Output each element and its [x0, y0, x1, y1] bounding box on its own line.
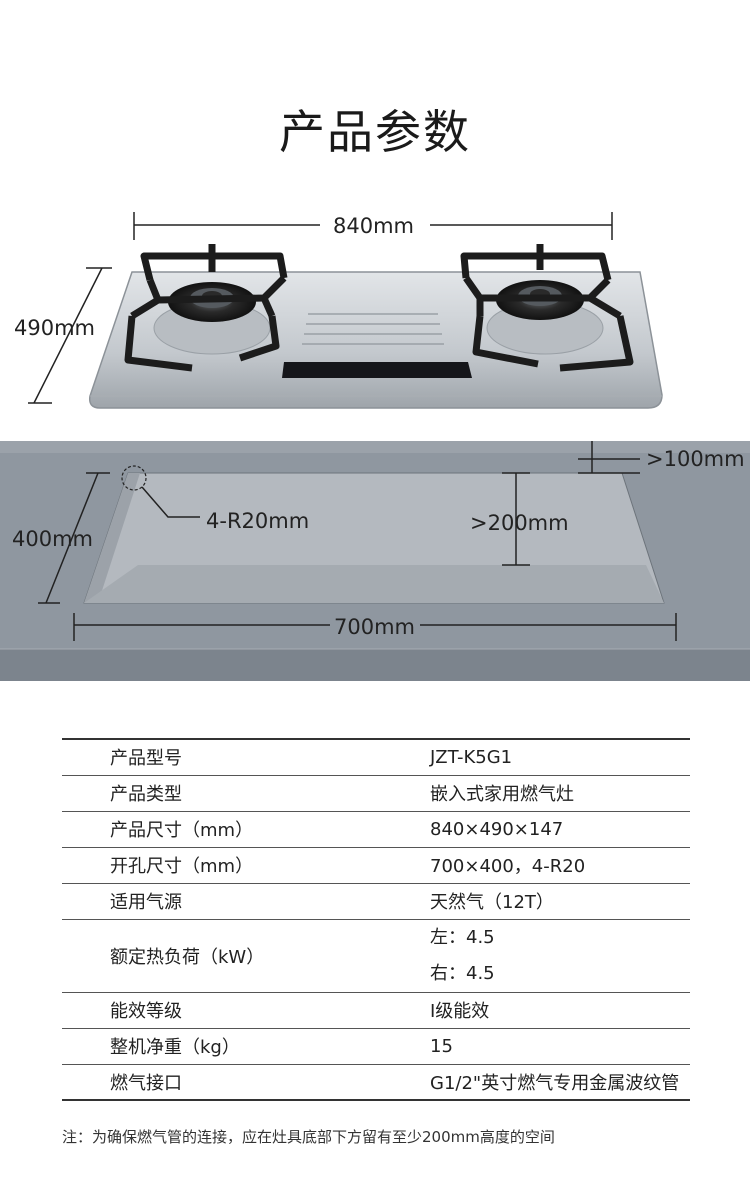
spec-key: 适用气源: [110, 892, 182, 913]
spec-key: 产品类型: [110, 784, 182, 805]
spec-value: JZT-K5G1: [430, 746, 513, 768]
spec-value-right: 右：4.5: [430, 962, 495, 984]
installation-note: 注：为确保燃气管的连接，应在灶具底部下方留有至少200mm高度的空间: [62, 1128, 555, 1146]
spec-value: 嵌入式家用燃气灶: [430, 784, 574, 805]
spec-row: 产品尺寸（mm） 840×490×147: [62, 811, 690, 847]
spec-row: 整机净重（kg） 15: [62, 1028, 690, 1064]
stove-width-label: 840mm: [333, 214, 414, 238]
countertop-illustration: 400mm 4-R20mm >200mm >100mm 700mm: [0, 441, 750, 681]
spec-key: 燃气接口: [110, 1072, 182, 1094]
front-clearance-label: >200mm: [470, 511, 569, 535]
spec-key: 开孔尺寸（mm）: [110, 856, 254, 877]
stove-drawing: [28, 212, 663, 409]
spec-value: 700×400，4-R20: [430, 856, 586, 877]
spec-value: G1/2"英寸燃气专用金属波纹管: [430, 1072, 680, 1094]
control-panel: [282, 362, 472, 378]
left-grate: [124, 244, 288, 372]
center-grooves: [302, 313, 444, 345]
spec-key: 产品型号: [110, 748, 182, 770]
stove-illustration: 840mm 490mm: [0, 200, 750, 440]
spec-value: Ⅰ级能效: [430, 1001, 490, 1022]
counter-drawing: [0, 441, 750, 681]
spec-key: 整机净重（kg）: [110, 1037, 240, 1058]
spec-value-left: 左：4.5: [430, 926, 495, 948]
page-title: 产品参数: [279, 105, 471, 159]
stove-depth-label: 490mm: [14, 316, 95, 340]
corner-radius-label: 4-R20mm: [206, 509, 310, 533]
right-grate: [460, 244, 634, 372]
spec-row: 适用气源 天然气（12T）: [62, 883, 690, 919]
spec-value: 天然气（12T）: [430, 892, 554, 913]
spec-table: 产品型号 JZT-K5G1 产品类型 嵌入式家用燃气灶 产品尺寸（mm） 840…: [62, 738, 690, 1101]
back-clearance-label: >100mm: [646, 447, 745, 471]
spec-row: 开孔尺寸（mm） 700×400，4-R20: [62, 847, 690, 883]
spec-key: 产品尺寸（mm）: [110, 820, 254, 841]
spec-value: 15: [430, 1035, 453, 1057]
cutout-width-label: 700mm: [334, 615, 415, 639]
spec-value: 840×490×147: [430, 818, 564, 840]
depth-dimension-line: [33, 267, 103, 404]
cutout-depth-label: 400mm: [12, 527, 93, 551]
spec-value-group: 左：4.5 右：4.5: [368, 919, 690, 992]
spec-row: 产品型号 JZT-K5G1: [62, 739, 690, 775]
spec-row: 燃气接口 G1/2"英寸燃气专用金属波纹管: [62, 1064, 690, 1100]
spec-row: 产品类型 嵌入式家用燃气灶: [62, 775, 690, 811]
corner-radius-marker: [121, 465, 147, 491]
spec-key: 额定热负荷（kW）: [110, 946, 265, 968]
spec-row: 额定热负荷（kW） 左：4.5 右：4.5: [62, 919, 690, 992]
spec-key: 能效等级: [110, 1001, 182, 1022]
spec-row: 能效等级 Ⅰ级能效: [62, 992, 690, 1028]
